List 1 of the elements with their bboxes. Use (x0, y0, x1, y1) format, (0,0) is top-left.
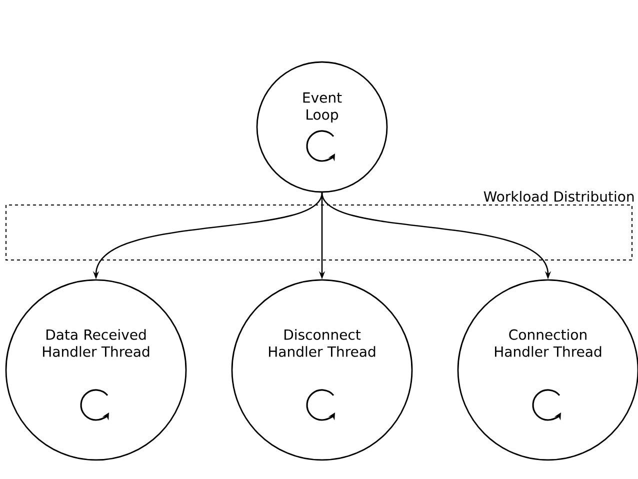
dashed-band: Workload Distribution (6, 190, 634, 260)
